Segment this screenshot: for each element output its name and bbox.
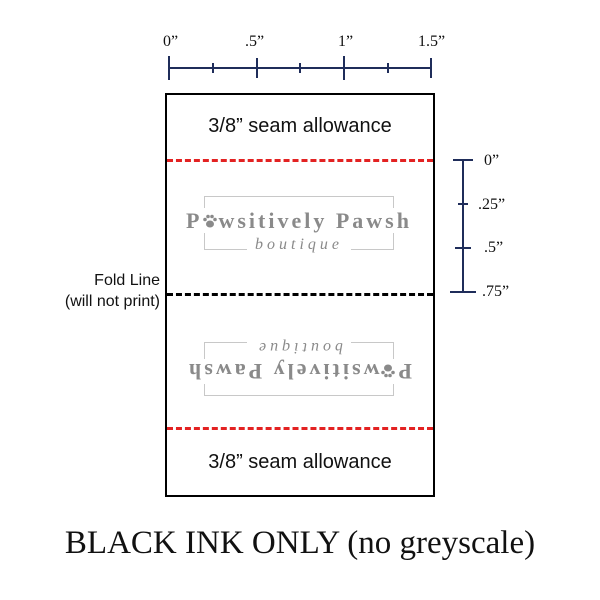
- label-outline: [165, 93, 435, 497]
- fold-label-title: Fold Line: [94, 272, 160, 289]
- side-ruler-label: .5”: [484, 239, 504, 256]
- top-ruler-label: 1.5”: [418, 33, 446, 50]
- logo-name: wsitively Pawsh: [186, 359, 380, 384]
- fold-label-note: (will not print): [64, 293, 160, 310]
- side-ruler-label: .75”: [482, 283, 510, 300]
- fold-line-label: Fold Line (will not print): [20, 270, 160, 312]
- top-ruler-label: 1”: [338, 33, 354, 50]
- footer-note: BLACK INK ONLY (no greyscale): [64, 525, 536, 561]
- paw-icon: [203, 214, 218, 228]
- side-ruler-label: .25”: [478, 196, 506, 213]
- paw-icon: [380, 364, 395, 378]
- seam-line-bottom: [167, 427, 433, 430]
- logo-initial: P: [186, 208, 203, 233]
- logo-bottom-inverted: Pwsitively Pawsh boutique: [182, 336, 416, 396]
- side-ruler-label: 0”: [484, 152, 500, 169]
- seam-line-top: [167, 159, 433, 162]
- fold-line: [167, 293, 433, 296]
- side-ruler: [450, 159, 476, 293]
- logo-subtitle: boutique: [247, 339, 351, 356]
- logo-initial: P: [395, 359, 412, 384]
- top-ruler-label: 0”: [163, 33, 179, 50]
- seam-allowance-top: 3/8” seam allowance: [208, 115, 392, 137]
- logo-subtitle: boutique: [247, 236, 351, 253]
- top-ruler-label: .5”: [245, 33, 265, 50]
- seam-allowance-bottom: 3/8” seam allowance: [208, 451, 392, 473]
- logo-name: wsitively Pawsh: [218, 208, 412, 233]
- top-ruler: [168, 56, 432, 80]
